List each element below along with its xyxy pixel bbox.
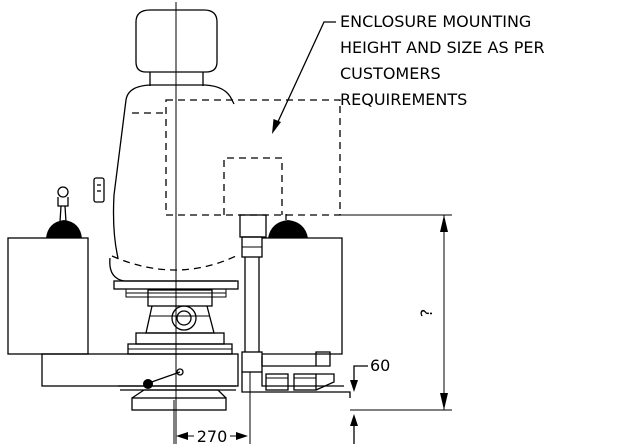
note-line-3: CUSTOMERS	[340, 64, 441, 83]
width-dimension-label: 270	[197, 427, 228, 444]
offset-dimension-label: 60	[370, 356, 390, 375]
note-line-4: REQUIREMENTS	[340, 90, 467, 109]
enclosure-note: ENCLOSURE MOUNTING HEIGHT AND SIZE AS PE…	[340, 12, 545, 109]
offset-dimension: 60	[350, 356, 390, 444]
left-console	[7, 177, 105, 355]
right-console	[262, 214, 343, 355]
enclosure-outline	[165, 99, 341, 216]
support-column	[239, 214, 351, 398]
operator-seat-icon	[109, 9, 239, 355]
width-dimension: 270	[173, 372, 251, 444]
joystick-icon	[268, 214, 308, 238]
note-line-2: HEIGHT AND SIZE AS PER	[340, 38, 545, 57]
height-dimension-label: ?	[417, 309, 436, 318]
joystick-icon	[46, 186, 82, 238]
height-dimension: ?	[340, 214, 452, 411]
note-line-1: ENCLOSURE MOUNTING	[340, 12, 531, 31]
platform	[41, 353, 239, 411]
lever-icon	[143, 368, 184, 389]
note-leader	[272, 21, 336, 134]
